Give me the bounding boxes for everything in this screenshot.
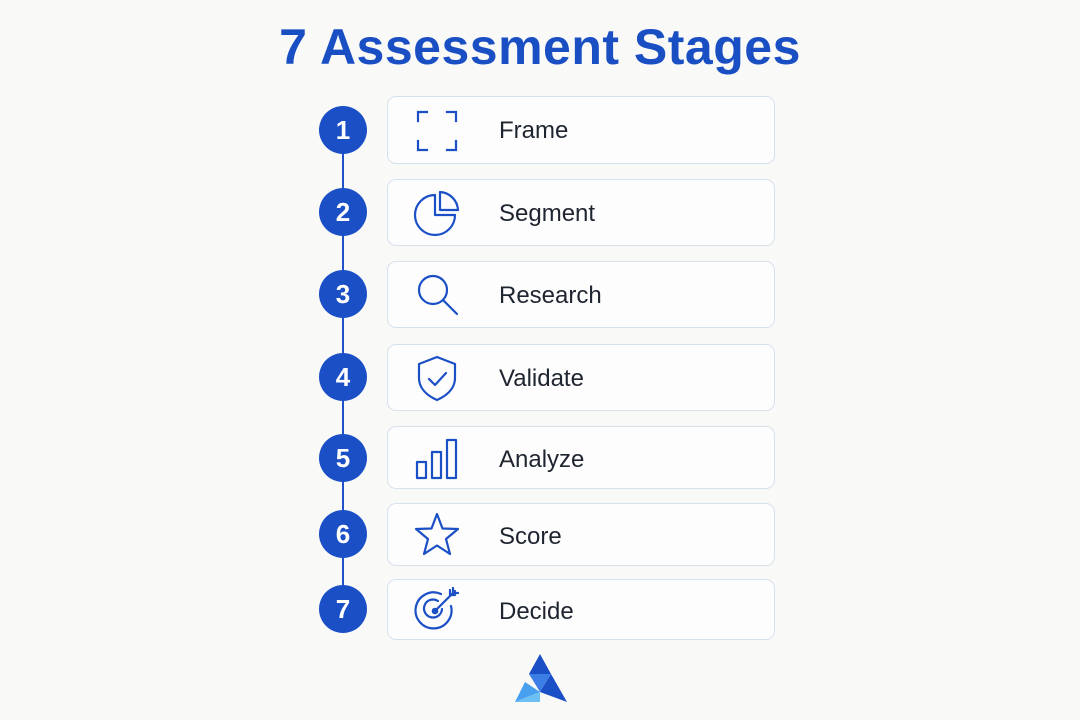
stage-label: Frame — [499, 117, 569, 144]
stage-number-badge: 3 — [319, 270, 367, 318]
magnifier-icon — [412, 270, 462, 320]
star-icon — [412, 510, 462, 560]
shield-check-icon — [412, 353, 462, 403]
stage-card: Decide — [387, 579, 775, 640]
stage-label: Segment — [499, 200, 596, 227]
stage-card: Analyze — [387, 426, 775, 489]
stage-number-badge: 1 — [319, 106, 367, 154]
stage-card: Validate — [387, 344, 775, 411]
stage-label: Analyze — [499, 446, 585, 473]
stage-number-badge: 2 — [319, 188, 367, 236]
page-title: 7 Assessment Stages — [279, 19, 801, 75]
stage-number-badge: 7 — [319, 585, 367, 633]
bar-chart-icon — [412, 433, 462, 483]
stage-label: Score — [499, 523, 562, 550]
stage-label: Research — [499, 282, 602, 309]
frame-corners-icon — [412, 106, 462, 156]
stage-label: Validate — [499, 365, 584, 392]
pie-chart-icon — [412, 188, 462, 238]
stage-label: Decide — [499, 598, 574, 625]
stage-card: Research — [387, 261, 775, 328]
stage-card: Segment — [387, 179, 775, 246]
stage-card: Score — [387, 503, 775, 566]
stage-card: Frame — [387, 96, 775, 164]
stage-number-badge: 6 — [319, 510, 367, 558]
stage-number-badge: 4 — [319, 353, 367, 401]
target-arrow-icon — [412, 585, 462, 635]
triangle-logo-icon — [511, 652, 569, 704]
stage-number-badge: 5 — [319, 434, 367, 482]
